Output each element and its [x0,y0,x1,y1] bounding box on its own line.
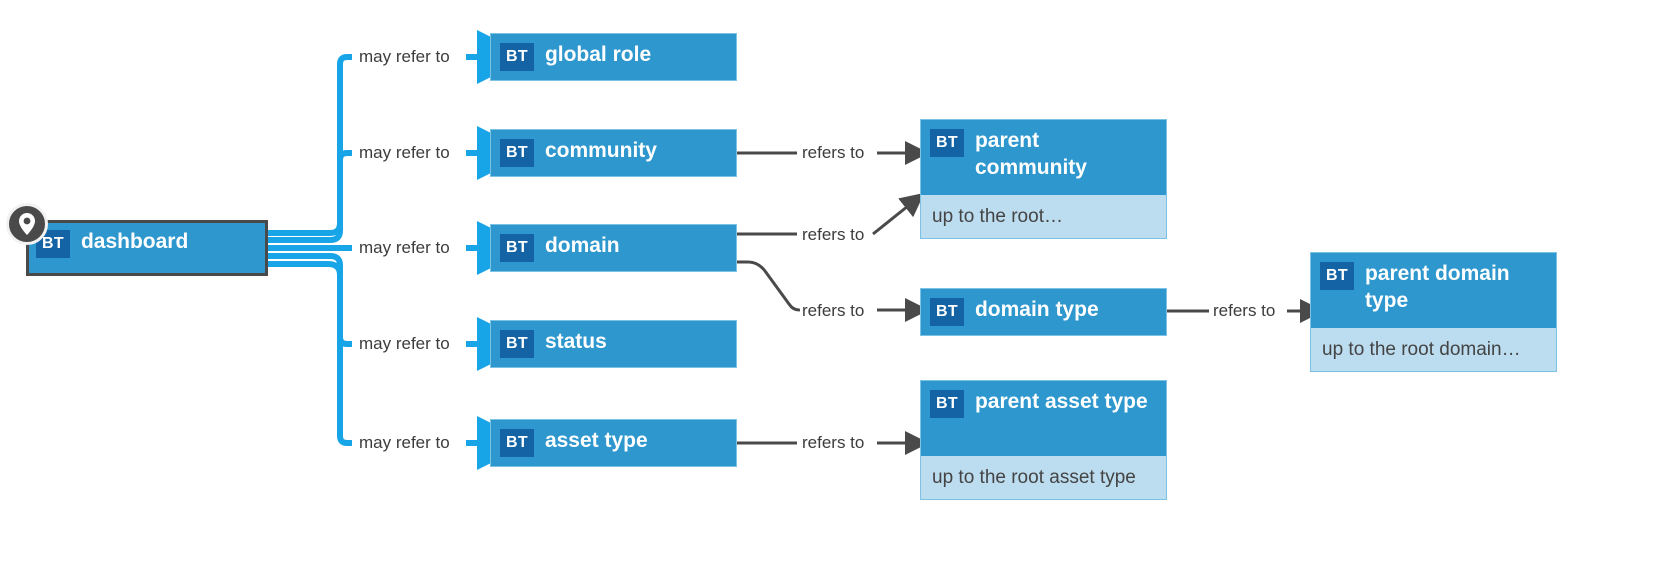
edge-label-community-parent-community: refers to [800,143,867,163]
node-community-header: BT community [491,130,736,176]
edge-label-dashboard-global-role: may refer to [357,47,452,67]
node-domain-type-header: BT domain type [921,289,1166,335]
node-domain[interactable]: BT domain [490,224,737,272]
edge-label-domain-domain-type: refers to [800,301,867,321]
edge-dashboard-status [268,253,531,371]
node-asset-type-title: asset type [544,429,648,452]
node-parent-community-header: BT parent community [921,120,1166,195]
node-community[interactable]: BT community [490,129,737,177]
node-parent-asset-type[interactable]: BT parent asset type up to the root asse… [920,380,1167,500]
node-parent-domain-type-title: parent domain type [1364,262,1510,312]
node-parent-community-title: parent community [974,129,1087,179]
bt-badge-icon: BT [500,234,534,262]
bt-badge-icon: BT [500,330,534,358]
bt-badge-icon: BT [930,298,964,326]
bt-badge-icon: BT [930,129,964,157]
node-parent-domain-type-subtext: up to the root domain… [1311,328,1556,371]
node-dashboard-header: BT dashboard [29,223,265,273]
node-parent-asset-type-subtext: up to the root asset type [921,456,1166,499]
node-status-title: status [544,330,607,353]
edge-label-dashboard-status: may refer to [357,334,452,354]
node-parent-domain-type[interactable]: BT parent domain type up to the root dom… [1310,252,1557,372]
bt-badge-icon: BT [500,43,534,71]
node-domain-type[interactable]: BT domain type [920,288,1167,336]
bt-badge-icon: BT [930,390,964,418]
edge-label-asset-type-parent-asset-type: refers to [800,433,867,453]
bt-badge-icon: BT [1320,262,1354,290]
node-status-header: BT status [491,321,736,367]
edge-label-dashboard-domain: may refer to [357,238,452,258]
node-global-role-header: BT global role [491,34,736,80]
node-parent-asset-type-title: parent asset type [974,390,1148,413]
node-parent-community[interactable]: BT parent community up to the root… [920,119,1167,239]
location-pin-icon[interactable] [6,203,48,245]
node-domain-type-title: domain type [974,298,1099,321]
node-domain-title: domain [544,234,620,257]
edge-label-dashboard-asset-type: may refer to [357,433,452,453]
edge-label-domain-type-parent-domain-type: refers to [1211,301,1278,321]
node-asset-type-header: BT asset type [491,420,736,466]
node-parent-asset-type-header: BT parent asset type [921,381,1166,456]
edge-dashboard-community [268,126,531,243]
node-parent-domain-type-header: BT parent domain type [1311,253,1556,328]
node-community-title: community [544,139,657,162]
edge-label-domain-parent-community: refers to [800,225,867,245]
edge-label-dashboard-community: may refer to [357,143,452,163]
node-domain-header: BT domain [491,225,736,271]
node-asset-type[interactable]: BT asset type [490,419,737,467]
bt-badge-icon: BT [500,139,534,167]
node-status[interactable]: BT status [490,320,737,368]
node-global-role-title: global role [544,43,652,66]
node-global-role[interactable]: BT global role [490,33,737,81]
node-parent-community-subtext: up to the root… [921,195,1166,238]
bt-badge-icon: BT [500,429,534,457]
location-pin-glyph [19,213,35,235]
node-dashboard-title: dashboard [80,230,189,253]
node-dashboard[interactable]: BT dashboard [26,220,268,276]
